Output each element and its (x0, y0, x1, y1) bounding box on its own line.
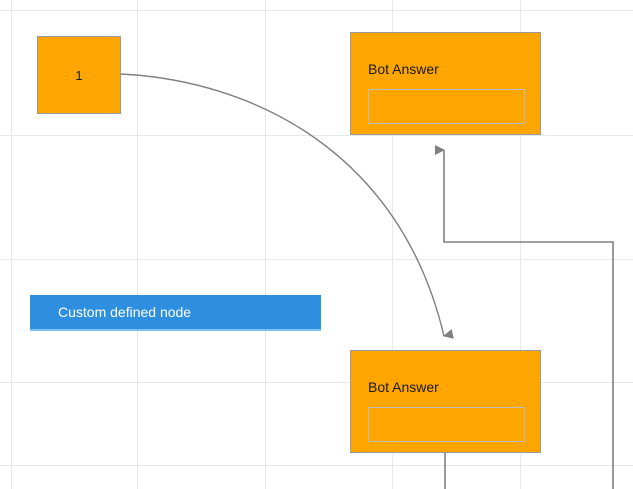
connector-ortho-bot-bottom-to-bot-top[interactable] (435, 145, 614, 489)
node-number-label: 1 (75, 67, 83, 83)
node-title: Bot Answer (368, 379, 439, 395)
node-title: Bot Answer (368, 61, 439, 77)
custom-defined-node-bar[interactable]: Custom defined node (30, 295, 321, 329)
node-bot-answer-bottom[interactable]: Bot Answer (350, 350, 541, 453)
custom-defined-node-label: Custom defined node (58, 304, 192, 320)
node-bot-answer-top[interactable]: Bot Answer (350, 32, 541, 135)
connector-curve-node1-to-bot-bottom[interactable] (119, 73, 454, 339)
node-answer-slot[interactable] (368, 407, 525, 442)
node-answer-slot[interactable] (368, 89, 525, 124)
node-numbered-1[interactable]: 1 (37, 36, 121, 114)
